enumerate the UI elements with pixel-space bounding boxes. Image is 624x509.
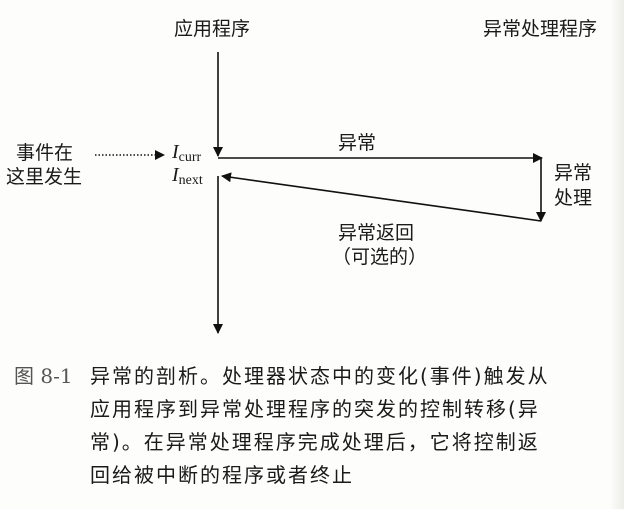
caption-line: 回给被中断的程序或者终止 xyxy=(90,463,354,487)
return-label-line2: （可选的） xyxy=(332,246,428,268)
exception-return-arrow xyxy=(221,172,542,222)
caption-tag: 图 8-1 xyxy=(14,364,73,388)
application-label: 应用程序 xyxy=(174,18,251,40)
handling-label-line2: 处理 xyxy=(554,187,593,209)
caption-line: 常)。在异常处理程序完成处理后，它将控制返 xyxy=(90,430,540,454)
page-edge-shadow xyxy=(610,0,624,509)
handling-label-line1: 异常 xyxy=(554,162,593,184)
caption-line: 异常的剖析。处理器状态中的变化(事件)触发从 xyxy=(90,364,550,388)
event-label-line1: 事件在 xyxy=(16,142,74,164)
caption-body: 异常的剖析。处理器状态中的变化(事件)触发从 应用程序到异常处理程序的突发的控制… xyxy=(90,360,610,492)
event-label-line2: 这里发生 xyxy=(6,166,83,188)
caption-line: 应用程序到异常处理程序的突发的控制转移(异 xyxy=(90,397,540,421)
handler-label: 异常处理程序 xyxy=(483,18,598,40)
i-next-label: Inext xyxy=(172,164,203,188)
exception-label: 异常 xyxy=(338,132,377,154)
return-label-line1: 异常返回 xyxy=(338,222,415,244)
i-curr-label: Icurr xyxy=(172,141,202,165)
